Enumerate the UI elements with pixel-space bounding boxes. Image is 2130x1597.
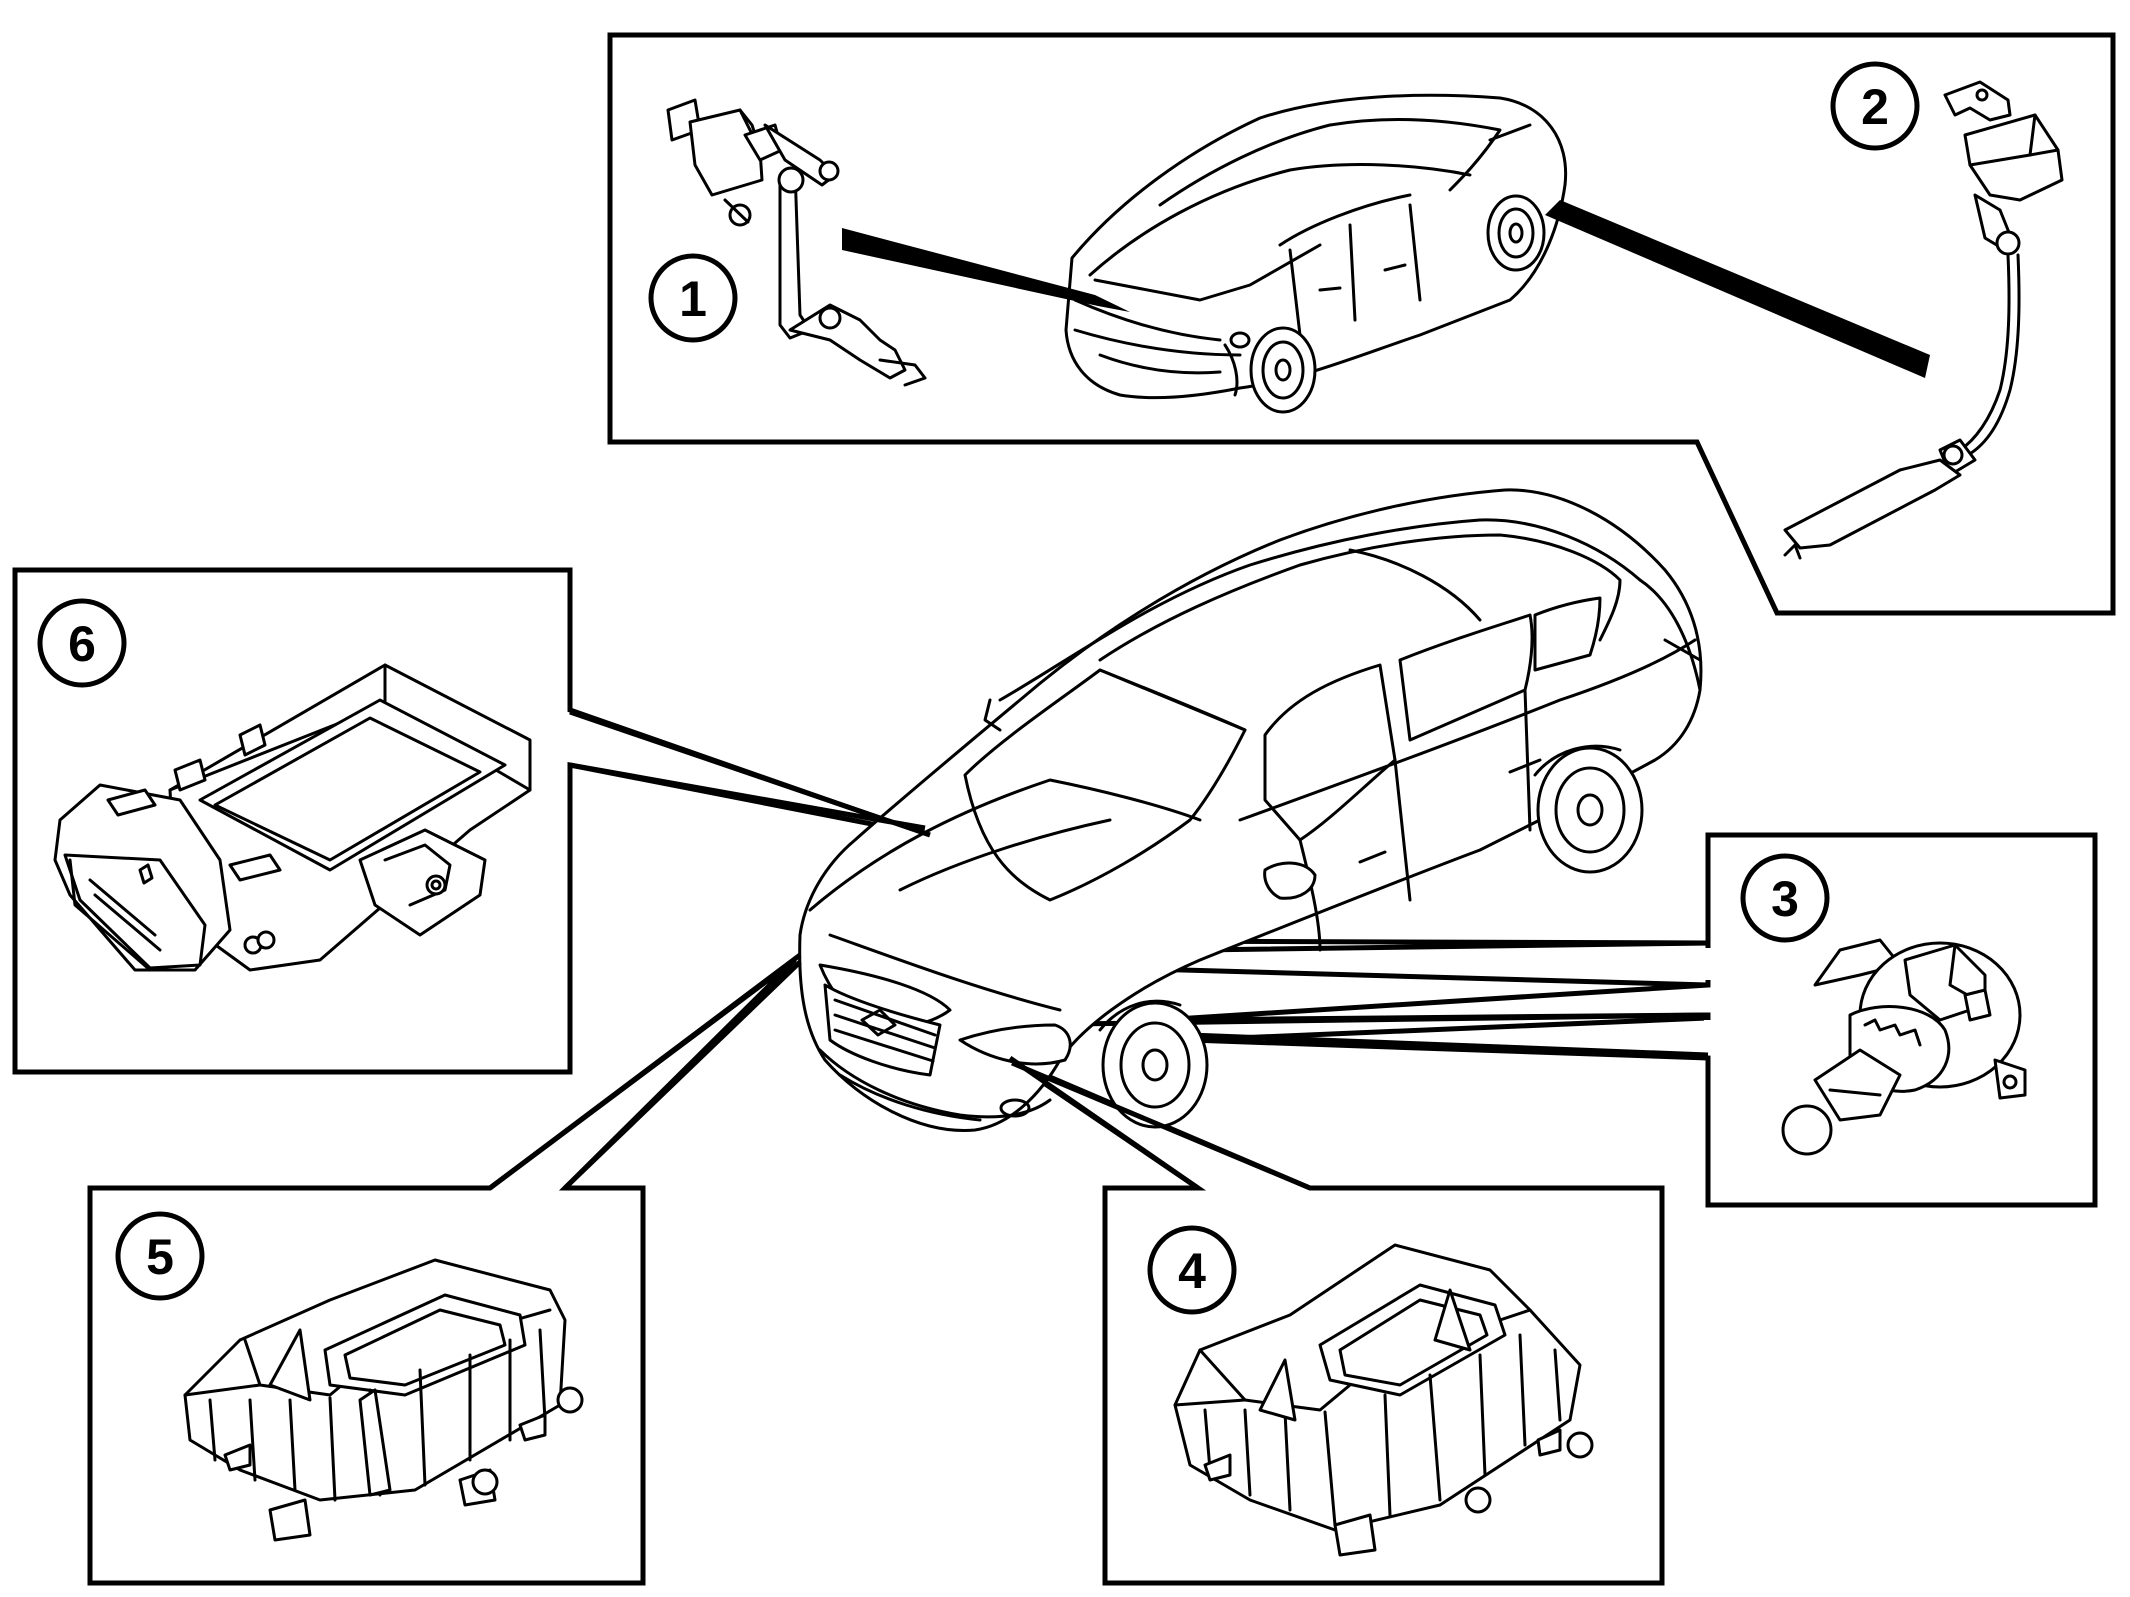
control-module-6-illustration [53, 663, 532, 972]
rear-sensor-pointer [842, 228, 1130, 312]
callout-3-circle [1740, 853, 1830, 943]
rear-car-illustration [1064, 93, 1568, 414]
callout-5-label: 5 [146, 1229, 174, 1285]
control-module-5-illustration [183, 1258, 584, 1542]
callout-5-circle [115, 1211, 205, 1301]
panel-5: 5 [87, 957, 797, 1586]
levelling-motor-3-illustration [1781, 938, 2027, 1156]
callout-1-label: 1 [679, 271, 707, 327]
callout-4-circle [1147, 1225, 1237, 1315]
callout-3-label: 3 [1771, 871, 1799, 927]
callout-2-label: 2 [1861, 79, 1889, 135]
panel-6: 6 [12, 567, 929, 1075]
callout-1-circle [648, 253, 738, 343]
control-module-4-illustration [1173, 1243, 1594, 1557]
panel-6-frame [12, 567, 929, 1075]
callout-6-label: 6 [68, 616, 96, 672]
sensor-panel: 1 2 [607, 32, 2116, 616]
panel-3-leader-d [1189, 1032, 1709, 1058]
front-sensor-pointer [1545, 200, 1930, 378]
callout-4-label: 4 [1178, 1243, 1206, 1299]
rear-height-sensor-illustration [666, 98, 927, 387]
callout-6-circle [37, 598, 127, 688]
front-height-sensor-illustration [1783, 80, 2064, 560]
sensor-panel-frame [607, 32, 2116, 616]
callout-2-circle [1830, 61, 1920, 151]
panel-4: 4 [1008, 1057, 1665, 1586]
main-car-illustration [798, 488, 1703, 1132]
